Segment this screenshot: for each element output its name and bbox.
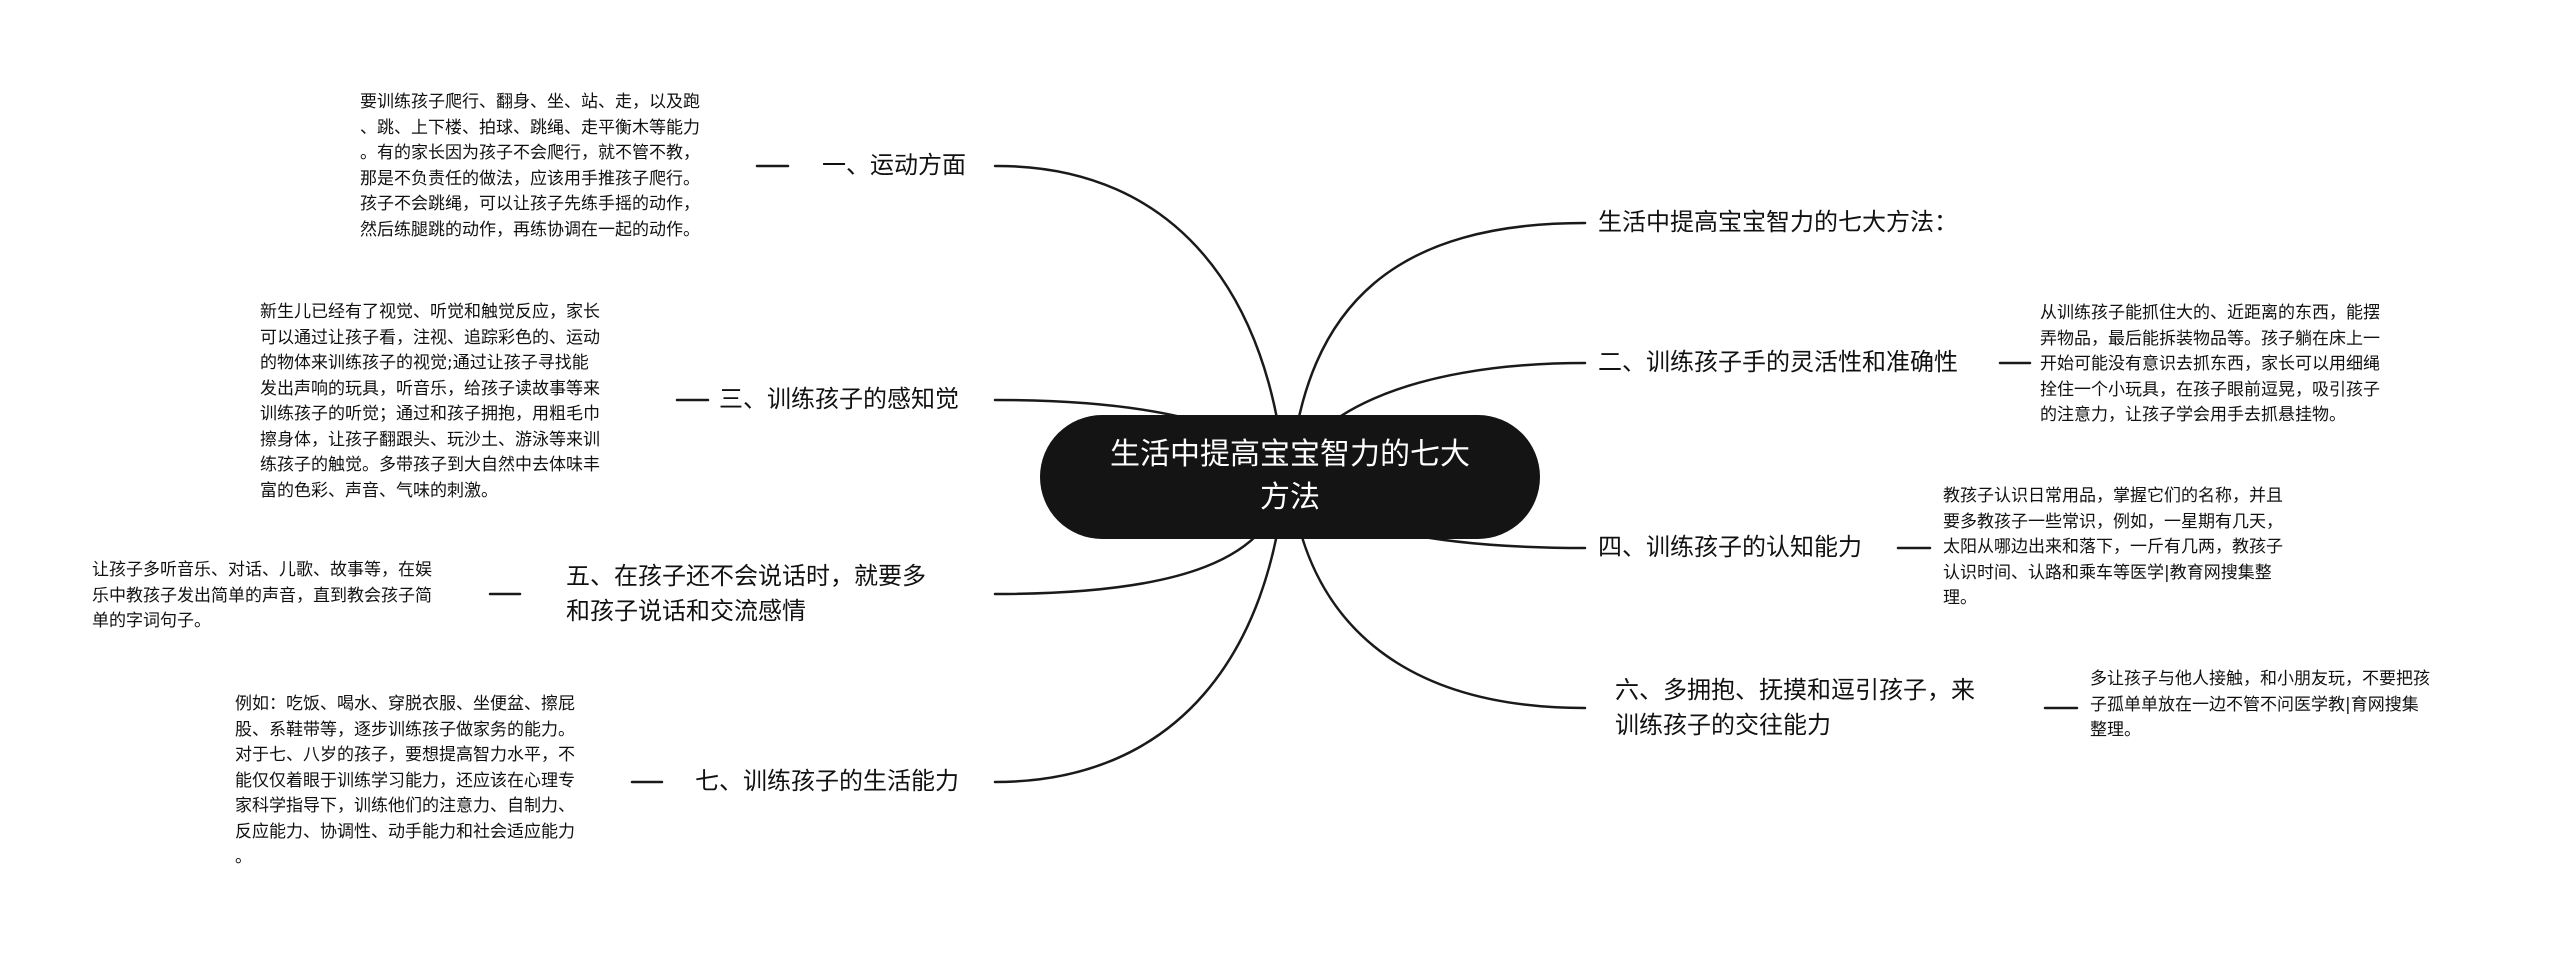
connector-branch-7 xyxy=(993,475,1287,784)
branch-intro-title[interactable]: 生活中提高宝宝智力的七大方法： xyxy=(1598,208,1958,236)
branch-4-detail: 教孩子认识日常用品，掌握它们的名称，并且 要多教孩子一些常识，例如，一星期有几天… xyxy=(1943,486,2283,608)
branch-2-title[interactable]: 二、训练孩子手的灵活性和准确性 xyxy=(1598,348,1958,376)
branch-5-title[interactable]: 五、在孩子还不会说话时，就要多 和孩子说话和交流感情 xyxy=(566,562,926,625)
center-node[interactable]: 生活中提高宝宝智力的七大方法 xyxy=(1040,415,1540,539)
branch-3-detail: 新生儿已经有了视觉、听觉和触觉反应，家长 可以通过让孩子看，注视、追踪彩色的、运… xyxy=(260,302,600,501)
branch-7-title[interactable]: 七、训练孩子的生活能力 xyxy=(695,767,959,795)
connector-branch-1 xyxy=(993,164,1287,479)
center-title: 生活中提高宝宝智力的七大方法 xyxy=(1110,437,1470,515)
branch-1-title[interactable]: 一、运动方面 xyxy=(822,151,966,179)
branch-4-title[interactable]: 四、训练孩子的认知能力 xyxy=(1598,533,1862,561)
branch-2-detail: 从训练孩子能抓住大的、近距离的东西，能摆 弄物品，最后能拆装物品等。孩子躺在床上… xyxy=(2040,303,2380,425)
branch-5-detail: 让孩子多听音乐、对话、儿歌、故事等，在娱 乐中教孩子发出简单的声音，直到教会孩子… xyxy=(92,560,432,631)
branch-3-title[interactable]: 三、训练孩子的感知觉 xyxy=(719,385,959,413)
branch-7-detail: 例如：吃饭、喝水、穿脱衣服、坐便盆、擦屁 股、系鞋带等，逐步训练孩子做家务的能力… xyxy=(235,694,575,867)
branch-6-title[interactable]: 六、多拥抱、抚摸和逗引孩子，来 训练孩子的交往能力 xyxy=(1615,676,1975,739)
connector-branch-intro xyxy=(1288,221,1587,479)
branch-6-detail: 多让孩子与他人接触，和小朋友玩，不要把孩 子孤单单放在一边不管不问医学教|育网搜… xyxy=(2090,669,2430,740)
branch-1-detail: 要训练孩子爬行、翻身、坐、站、走，以及跑 、跳、上下楼、拍球、跳绳、走平衡木等能… xyxy=(360,92,700,240)
